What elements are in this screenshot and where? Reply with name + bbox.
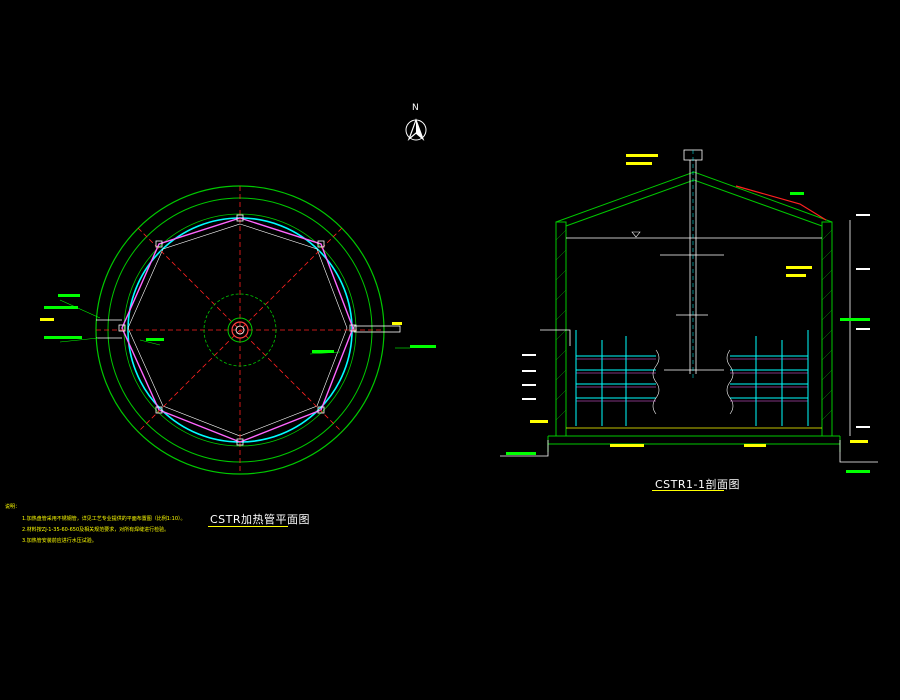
plan-view xyxy=(40,185,436,475)
section-title: CSTR1-1剖面图 xyxy=(655,478,740,491)
north-arrow-icon xyxy=(405,118,427,141)
north-label: N xyxy=(412,103,419,113)
section-view xyxy=(500,149,878,473)
plan-title-underline xyxy=(208,526,288,527)
notes-line-3: 3.加热管安装前应进行水压试验。 xyxy=(22,538,97,544)
section-title-underline xyxy=(652,490,724,491)
plan-title: CSTR加热管平面图 xyxy=(210,513,311,526)
notes-line-1: 1.加热盘管采用不锈钢管，详见工艺专业提供的平面布置图（比例1:10）。 xyxy=(22,516,186,522)
notes-line-2: 2.材料按ZJ-1-35-60-650及相关规范要求，对所有焊缝进行检验。 xyxy=(22,527,170,533)
notes-heading: 说明： xyxy=(5,504,21,510)
